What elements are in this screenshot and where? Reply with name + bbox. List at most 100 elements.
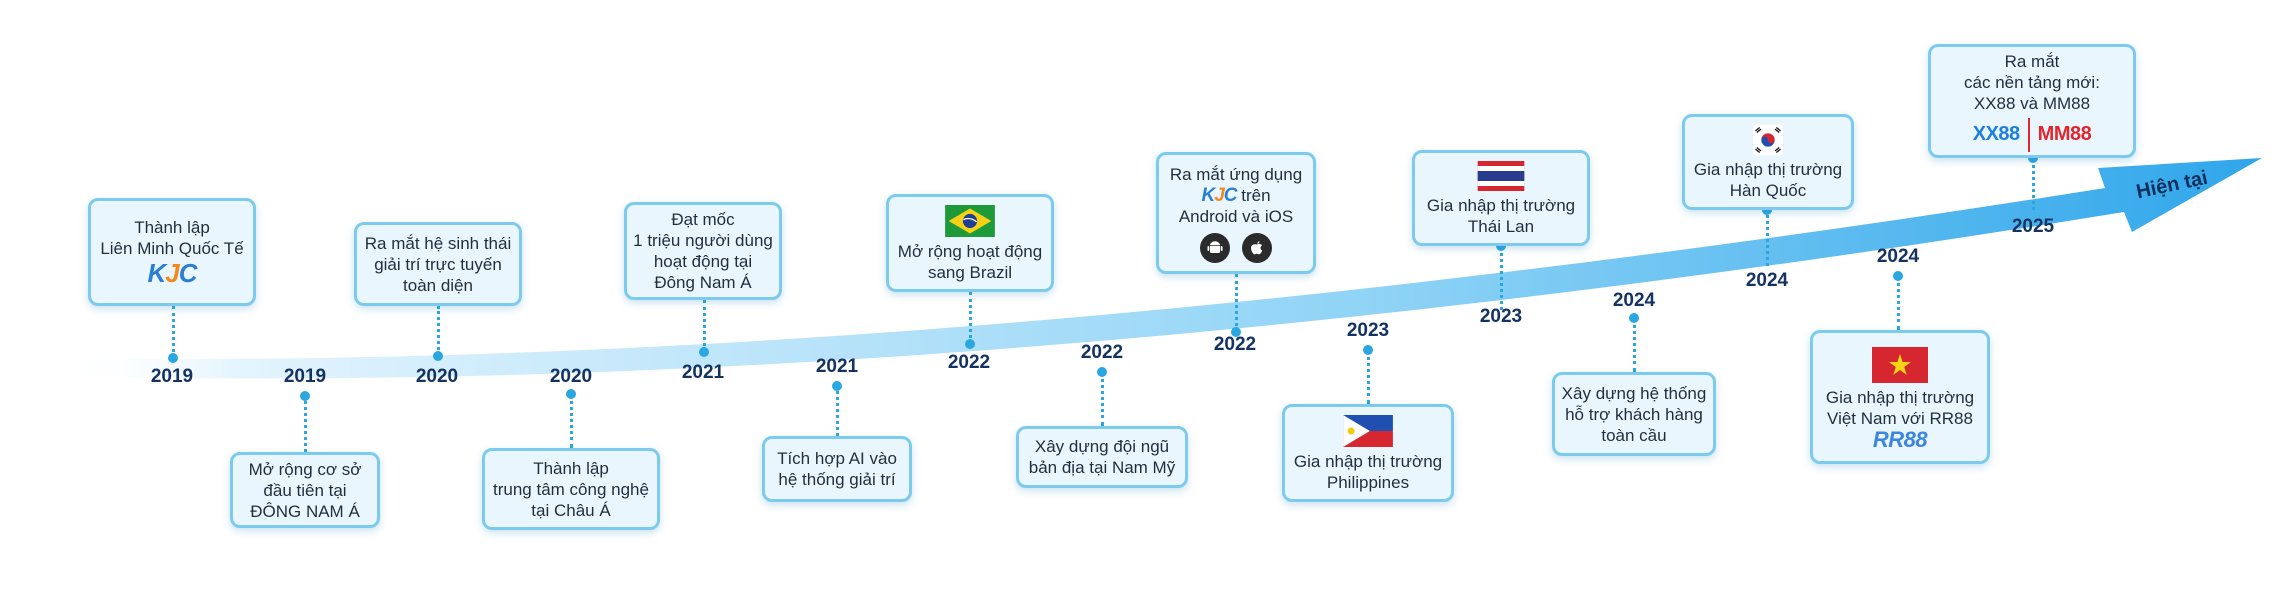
year-label: 2022 — [947, 352, 991, 373]
timeline-dot — [168, 353, 178, 363]
connector-line — [1633, 318, 1636, 372]
timeline-dot — [2028, 153, 2038, 163]
card-text: Philippines — [1326, 473, 1410, 492]
year-label: 2021 — [681, 362, 725, 383]
rr88-logo: RR88 — [1872, 426, 1928, 452]
timeline-dot — [1762, 205, 1772, 215]
card-text: Gia nhập thị trường — [1426, 196, 1576, 215]
card-text: Việt Nam với RR88 — [1827, 408, 1973, 428]
card-text: sang Brazil — [927, 263, 1013, 282]
milestone-card: Xây dựng hệ thống hỗ trợ khách hàng toàn… — [1552, 372, 1716, 456]
kjc-logo: KJC — [1201, 184, 1237, 206]
card-text: Ra mắt ứng dụng — [1169, 164, 1303, 184]
korea-flag-icon — [1753, 125, 1783, 155]
card-text: Liên Minh Quốc Tế — [100, 239, 244, 258]
year-label: 2023 — [1479, 306, 1523, 327]
timeline-dot — [433, 351, 443, 361]
card-text: hỗ trợ khách hàng — [1565, 404, 1703, 424]
card-text: ĐÔNG NAM Á — [250, 501, 360, 521]
card-text: hệ thống giải trí — [778, 470, 896, 489]
card-text-row: KJC trên — [1201, 185, 1270, 206]
year-label: 2022 — [1213, 334, 1257, 355]
year-label: 2021 — [815, 356, 859, 377]
card-text: Thành lập — [533, 458, 609, 478]
card-text: Mở rộng cơ sở — [248, 459, 362, 479]
year-label: 2019 — [283, 366, 327, 387]
milestone-card: Thành lập Liên Minh Quốc Tế KJC — [88, 198, 256, 306]
arrow-band — [60, 158, 2262, 379]
year-label: 2020 — [415, 366, 459, 387]
card-text: Ra mắt — [2004, 51, 2060, 71]
connector-line — [304, 396, 307, 452]
brand-logos: XX88 MM88 — [1972, 117, 2092, 152]
timeline-dot — [699, 347, 709, 357]
card-text: Android và iOS — [1178, 206, 1294, 226]
milestone-card: Gia nhập thị trường Thái Lan — [1412, 150, 1590, 246]
timeline-dot — [1231, 327, 1241, 337]
card-text: Gia nhập thị trường — [1293, 452, 1443, 471]
connector-line — [1367, 350, 1370, 404]
card-text: Đông Nam Á — [654, 273, 752, 292]
milestone-card: Ra mắt các nền tảng mới: XX88 và MM88 XX… — [1928, 44, 2136, 158]
year-label: 2024 — [1876, 246, 1920, 267]
card-text: Hàn Quốc — [1729, 181, 1807, 200]
card-text: Thái Lan — [1467, 217, 1535, 236]
card-text: Xây dựng đội ngũ — [1034, 437, 1170, 456]
connector-line — [570, 394, 573, 448]
mm88-logo: MM88 — [2037, 123, 2092, 145]
card-text: Tích hợp AI vào — [777, 449, 897, 468]
card-text: bản địa tại Nam Mỹ — [1028, 458, 1176, 477]
timeline-dot — [1496, 241, 1506, 251]
milestone-card: Gia nhập thị trường Philippines — [1282, 404, 1454, 502]
card-text: XX88 và MM88 — [1973, 93, 2091, 113]
brand-divider — [2027, 117, 2030, 152]
card-text: Đạt mốc — [671, 210, 735, 229]
milestone-card: Xây dựng đội ngũ bản địa tại Nam Mỹ — [1016, 426, 1188, 488]
card-text: Thành lập — [134, 218, 210, 237]
card-text: các nền tảng mới: — [1964, 72, 2100, 92]
milestone-card: Ra mắt ứng dụng KJC trên Android và iOS — [1156, 152, 1316, 274]
milestone-card: Đạt mốc 1 triệu người dùng hoạt động tại… — [624, 202, 782, 300]
milestone-card: Ra mắt hệ sinh thái giải trí trực tuyến … — [354, 222, 522, 306]
connector-line — [836, 386, 839, 436]
connector-line — [969, 292, 972, 344]
year-label: 2022 — [1080, 342, 1124, 363]
milestone-card: Gia nhập thị trường Việt Nam với RR88 RR… — [1810, 330, 1990, 464]
card-text: 1 triệu người dùng — [633, 231, 773, 250]
connector-line — [1500, 246, 1503, 310]
connector-line — [437, 306, 440, 356]
year-label: 2020 — [549, 366, 593, 387]
card-text: giải trí trực tuyến — [374, 254, 502, 274]
xx88-logo: XX88 — [1972, 123, 2020, 145]
card-text: toàn diện — [403, 275, 473, 295]
milestone-card: Mở rộng hoạt động sang Brazil — [886, 194, 1054, 292]
year-label: 2024 — [1745, 270, 1789, 291]
connector-line — [703, 300, 706, 352]
milestone-card: Thành lập trung tâm công nghệ tại Châu Á — [482, 448, 660, 530]
connector-line — [1101, 372, 1104, 426]
os-icons — [1200, 232, 1272, 263]
thailand-flag-icon — [1477, 161, 1525, 191]
android-icon — [1200, 232, 1230, 263]
year-label: 2025 — [2011, 216, 2055, 237]
card-text: Ra mắt hệ sinh thái — [364, 233, 512, 253]
card-text: Gia nhập thị trường — [1825, 387, 1975, 407]
card-text: Mở rộng hoạt động — [897, 242, 1043, 261]
philippines-flag-icon — [1343, 415, 1393, 447]
kjc-logo: KJC — [147, 258, 197, 288]
milestone-card: Gia nhập thị trường Hàn Quốc — [1682, 114, 1854, 210]
milestone-card: Tích hợp AI vào hệ thống giải trí — [762, 436, 912, 502]
connector-line — [1897, 276, 1900, 330]
year-label: 2019 — [150, 366, 194, 387]
card-text: Xây dựng hệ thống — [1561, 383, 1707, 403]
brazil-flag-icon — [945, 205, 995, 237]
card-text: trên — [1241, 185, 1271, 205]
card-text: trung tâm công nghệ — [493, 479, 649, 499]
card-text: toàn cầu — [1601, 425, 1667, 445]
year-label: 2023 — [1346, 320, 1390, 341]
apple-icon — [1242, 232, 1272, 263]
card-text: hoạt động tại — [653, 252, 753, 271]
card-text: tại Châu Á — [531, 500, 611, 520]
